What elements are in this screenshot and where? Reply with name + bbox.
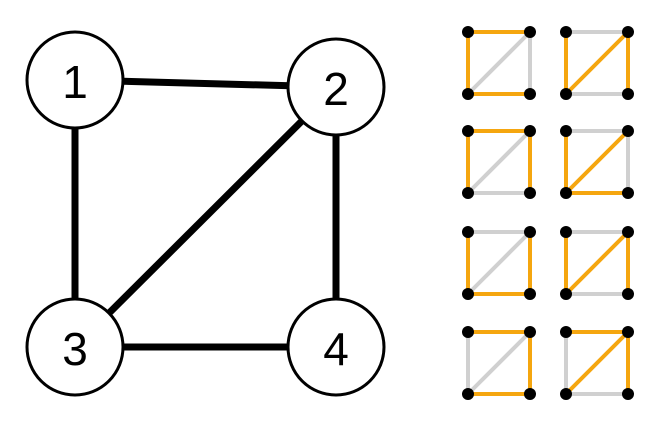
tree-vertex-4 <box>524 388 536 400</box>
graph-node-circle <box>286 297 386 397</box>
graph-edge-2-3 <box>72 84 339 350</box>
tree-vertex-3 <box>560 88 572 100</box>
tree-vertex-4 <box>622 88 634 100</box>
graph-edges <box>71 76 340 351</box>
tree-vertex-4 <box>524 187 536 199</box>
tree-vertex-1 <box>560 26 572 38</box>
spanning-tree-2 <box>560 26 634 100</box>
spanning-tree-5 <box>462 226 536 300</box>
tree-edge-inactive-2-3 <box>466 129 532 195</box>
graph-node-label: 3 <box>62 323 88 375</box>
tree-vertex-4 <box>622 187 634 199</box>
spanning-tree-4 <box>560 125 634 199</box>
tree-vertex-3 <box>560 388 572 400</box>
tree-vertex-3 <box>560 187 572 199</box>
tree-vertex-3 <box>462 288 474 300</box>
tree-vertex-1 <box>560 226 572 238</box>
tree-vertex-4 <box>524 288 536 300</box>
tree-vertex-1 <box>560 125 572 137</box>
tree-edge-active-2-3 <box>564 230 630 296</box>
tree-vertex-2 <box>524 226 536 238</box>
tree-vertex-2 <box>524 26 536 38</box>
tree-vertex-1 <box>462 125 474 137</box>
graph-node-label: 4 <box>323 323 349 375</box>
tree-vertex-4 <box>524 88 536 100</box>
tree-edge-inactive-2-3 <box>466 30 532 96</box>
graph-nodes: 1 2 3 4 <box>25 30 386 397</box>
tree-vertex-2 <box>622 26 634 38</box>
tree-vertex-3 <box>560 288 572 300</box>
graph-node-2: 2 <box>286 37 386 137</box>
graph-node-1: 1 <box>25 30 125 130</box>
graph-node-circle <box>286 37 386 137</box>
spanning-tree-grid <box>462 26 634 400</box>
tree-vertex-1 <box>462 26 474 38</box>
tree-vertex-4 <box>622 288 634 300</box>
tree-edge-inactive-2-3 <box>466 230 532 296</box>
tree-vertex-1 <box>560 326 572 338</box>
spanning-tree-6 <box>560 226 634 300</box>
graph-node-circle <box>25 30 125 130</box>
tree-edge-active-2-3 <box>564 330 630 396</box>
tree-vertex-4 <box>622 388 634 400</box>
spanning-tree-3 <box>462 125 536 199</box>
tree-vertex-1 <box>462 326 474 338</box>
spanning-tree-7 <box>462 326 536 400</box>
tree-vertex-1 <box>462 226 474 238</box>
tree-vertex-3 <box>462 88 474 100</box>
graph-node-label: 2 <box>323 63 349 115</box>
tree-edge-active-2-3 <box>564 129 630 195</box>
graph-node-circle <box>25 297 125 397</box>
tree-vertex-3 <box>462 187 474 199</box>
tree-vertex-2 <box>524 125 536 137</box>
tree-vertex-3 <box>462 388 474 400</box>
tree-vertex-2 <box>622 226 634 238</box>
tree-vertex-2 <box>524 326 536 338</box>
spanning-tree-1 <box>462 26 536 100</box>
tree-edge-active-2-3 <box>564 30 630 96</box>
graph-node-3: 3 <box>25 297 125 397</box>
tree-vertex-2 <box>622 326 634 338</box>
graph-node-label: 1 <box>62 56 88 108</box>
tree-edge-inactive-2-3 <box>466 330 532 396</box>
tree-vertex-2 <box>622 125 634 137</box>
spanning-tree-8 <box>560 326 634 400</box>
graph-node-4: 4 <box>286 297 386 397</box>
